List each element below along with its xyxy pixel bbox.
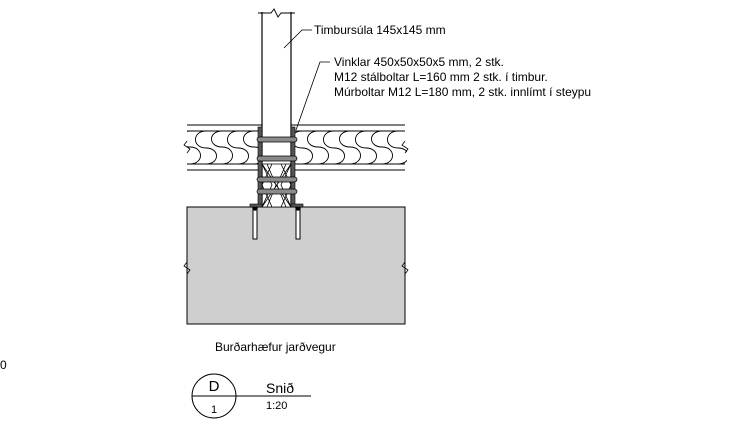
insulated-floor-slab xyxy=(183,124,409,171)
steel-angles xyxy=(249,126,304,208)
bolts-label-line2: M12 stálboltar L=160 mm 2 stk. í timbur. xyxy=(334,70,548,84)
edge-fragment-text: 0 xyxy=(0,358,7,372)
angles-label-line1: Vinklar 450x50x50x5 mm, 2 stk. xyxy=(334,55,504,69)
section-title: Snið xyxy=(266,380,294,396)
column-label: Timbursúla 145x145 mm xyxy=(314,23,446,37)
section-letter: D xyxy=(209,378,220,395)
anchors-label-line3: Múrboltar M12 L=180 mm, 2 stk. innlímt í… xyxy=(334,85,591,99)
section-marker: D 1 Snið 1:20 xyxy=(191,373,311,419)
insulation-pattern xyxy=(187,131,407,164)
section-scale: 1:20 xyxy=(266,400,287,412)
leader-lines xyxy=(283,29,330,131)
ground-label: Burðarhæfur jarðvegur xyxy=(215,340,336,354)
section-sheet-number: 1 xyxy=(211,404,217,416)
steel-bolts-timber xyxy=(256,136,298,195)
